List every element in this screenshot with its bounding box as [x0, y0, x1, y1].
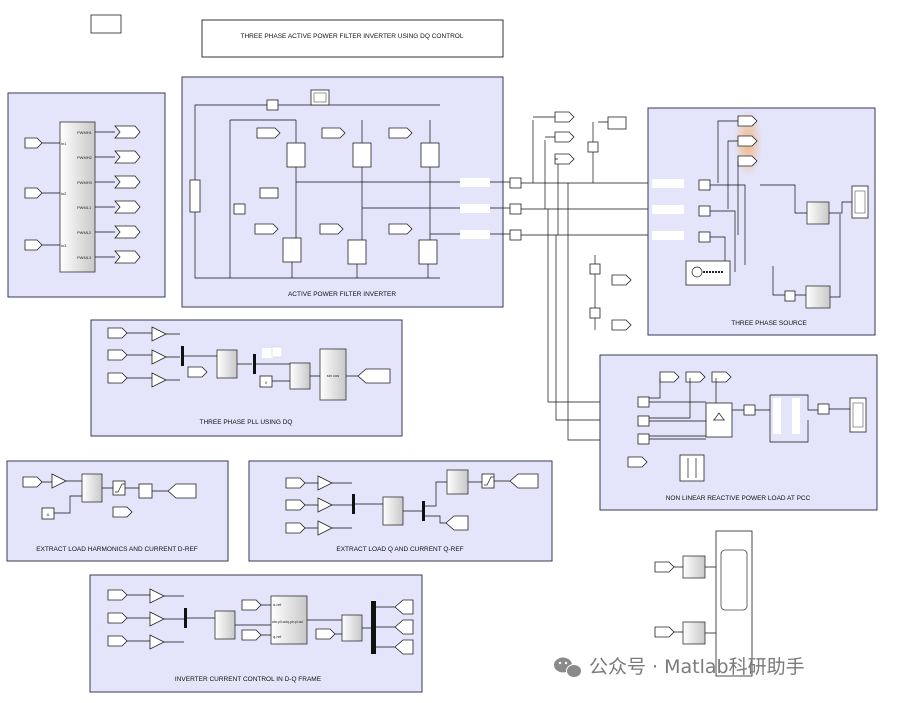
filter-inductor-b[interactable]: [460, 204, 490, 213]
watermark: 公众号 · Matlab科研助手: [554, 656, 805, 678]
source-impedance-c[interactable]: [652, 231, 684, 240]
current-control-label: INVERTER CURRENT CONTROL IN D-Q FRAME: [175, 676, 322, 683]
dc-capacitor[interactable]: [773, 398, 781, 434]
pwm-out-label-4: PWML1: [77, 205, 92, 210]
pwm-in2-label: in2: [61, 191, 67, 196]
goto-tag-apf: [259, 187, 279, 199]
pwm-in1-label: in1: [61, 141, 67, 146]
apf-inverter-label: ACTIVE POWER FILTER INVERTER: [288, 291, 396, 298]
pwm-in3-label: in3: [61, 243, 67, 248]
ctrl-demux: [371, 601, 376, 654]
filter-inductor-c[interactable]: [460, 230, 490, 239]
const-zero-value: 0: [265, 380, 268, 385]
apf-inverter-subsystem[interactable]: ACTIVE POWER FILTER INVERTER: [181, 76, 510, 308]
switch-bottom-2[interactable]: [347, 239, 367, 265]
pcc-wiring: [509, 111, 650, 441]
ctrl-port-pll: abc-pll-wdq-ptr-pi-out: [272, 620, 303, 624]
watermark-text: 公众号 · Matlab科研助手: [589, 656, 805, 678]
qref-subsystem[interactable]: EXTRACT LOAD Q AND CURRENT Q-REF: [248, 460, 553, 562]
switch-top-2[interactable]: [352, 142, 372, 168]
scope-icon: [313, 92, 327, 103]
diagram-title: THREE PHASE ACTIVE POWER FILTER INVERTER…: [241, 33, 464, 40]
pwm-out-label-1: PWMH1: [77, 130, 93, 135]
source-impedance-b[interactable]: [652, 205, 684, 214]
scope-load[interactable]: [849, 397, 867, 433]
source-measure-block[interactable]: [806, 201, 830, 225]
empty-annotation-box[interactable]: [90, 14, 122, 34]
main-scope[interactable]: [715, 530, 753, 677]
qref-label: EXTRACT LOAD Q AND CURRENT Q-REF: [336, 546, 463, 553]
title-box: THREE PHASE ACTIVE POWER FILTER INVERTER…: [201, 19, 504, 58]
ctrl-dq-abc-block[interactable]: [341, 614, 363, 642]
switch-top-1[interactable]: [286, 142, 306, 168]
const-a-block[interactable]: [41, 507, 55, 520]
dref-saturation-block[interactable]: [112, 480, 126, 496]
nonlinear-load-subsystem[interactable]: NON LINEAR REACTIVE POWER LOAD AT PCC: [599, 354, 878, 511]
load-label: NON LINEAR REACTIVE POWER LOAD AT PCC: [666, 495, 811, 502]
pwm-out-label-3: PWMH3: [77, 180, 93, 185]
switch-bottom-3[interactable]: [418, 239, 438, 265]
pll-label: THREE PHASE PLL USING DQ: [200, 419, 293, 426]
gate-signal-tags: [254, 127, 413, 235]
switch-bottom-1[interactable]: [282, 237, 302, 263]
qref-saturation-block[interactable]: [481, 473, 495, 489]
pwm-output-tags: PWMH1 PWMH2 PWMH3 PWML1 PWML2 PWML3: [77, 125, 141, 264]
three-phase-source-subsystem[interactable]: THREE PHASE SOURCE: [647, 107, 876, 336]
pwm-out-label-2: PWMH2: [77, 155, 93, 160]
rl-load-block[interactable]: [679, 454, 705, 482]
scope-apf[interactable]: [310, 89, 330, 106]
ctrl-port-dref: d-ref: [273, 602, 282, 607]
power-measure-block-1[interactable]: [682, 555, 706, 579]
harmonics-dref-subsystem[interactable]: EXTRACT LOAD HARMONICS AND CURRENT D-REF…: [6, 460, 229, 562]
pll-output-label: sin cos: [327, 373, 339, 378]
qref-abc-dq-block[interactable]: [382, 496, 404, 526]
switch-top-3[interactable]: [420, 142, 440, 168]
ctrl-port-qref: q-ref: [273, 634, 282, 639]
pwm-out-label-5: PWML2: [77, 230, 92, 235]
const-a-value: A: [47, 512, 50, 517]
pll-subsystem[interactable]: THREE PHASE PLL USING DQ 0 sin cos: [90, 319, 403, 437]
dc-resistor[interactable]: [792, 398, 800, 434]
filter-inductor-a[interactable]: [460, 178, 490, 187]
const-zero-block[interactable]: [259, 375, 273, 388]
scope-icon: [720, 549, 748, 611]
wechat-icon: [554, 657, 582, 678]
measurement-block-1[interactable]: [266, 99, 279, 111]
current-control-subsystem[interactable]: INVERTER CURRENT CONTROL IN D-Q FRAME d-…: [89, 574, 423, 693]
pwm-out-label-6: PWML3: [77, 255, 92, 260]
measurement-block-2[interactable]: [233, 203, 246, 215]
source-label: THREE PHASE SOURCE: [731, 320, 807, 327]
pll-output-block[interactable]: [319, 348, 347, 401]
power-measure-block-2[interactable]: [682, 621, 706, 645]
qref-filter-block[interactable]: [446, 469, 469, 495]
pwm-input-tags: in1 in2 in3: [24, 137, 67, 251]
source-power-block[interactable]: [805, 285, 831, 309]
pwm-subsystem[interactable]: in1 in2 in3 PWMH1 PWMH2 PWMH3 PWML1 PWML…: [7, 92, 166, 298]
output-scope-area[interactable]: [654, 530, 753, 677]
pll-abc-dq-block[interactable]: [216, 349, 238, 379]
dref-label: EXTRACT LOAD HARMONICS AND CURRENT D-REF: [36, 546, 198, 553]
dq-controller-block[interactable]: [270, 595, 308, 645]
pwm-generator-block[interactable]: [59, 121, 96, 273]
pll-pi-block[interactable]: [289, 362, 311, 390]
ctrl-abc-dq-block[interactable]: [214, 610, 236, 640]
source-impedance-a[interactable]: [652, 179, 684, 188]
dc-source-block[interactable]: [189, 179, 201, 213]
dref-filter-block[interactable]: [81, 473, 103, 503]
